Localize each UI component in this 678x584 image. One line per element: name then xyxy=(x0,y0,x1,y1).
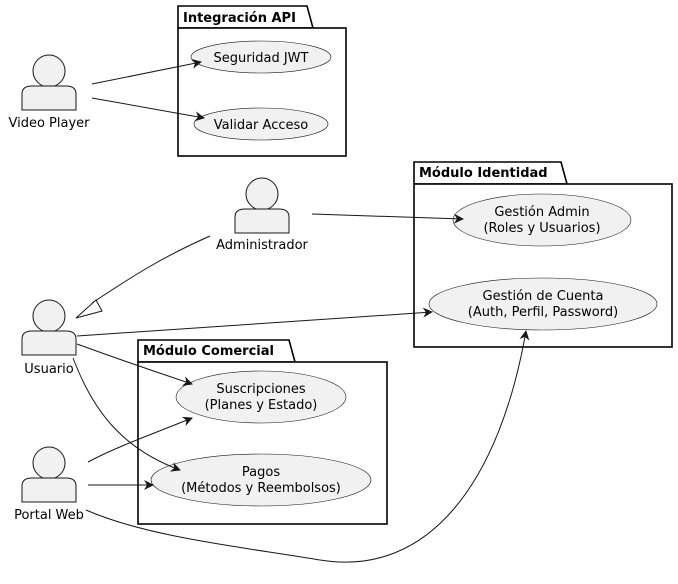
use-case-label: Pagos xyxy=(242,465,280,480)
use-case-sublabel: (Métodos y Reembolsos) xyxy=(181,481,341,496)
actor-body-icon xyxy=(21,330,77,356)
use-case-sublabel: (Roles y Usuarios) xyxy=(483,221,600,236)
actor-video-player[interactable]: Video Player xyxy=(8,54,90,131)
generalization-arrowhead-icon xyxy=(75,299,103,319)
edge-usuario-suscripciones xyxy=(76,343,193,386)
use-case-seguridad-jwt[interactable]: Seguridad JWT xyxy=(190,40,332,74)
use-case-label: Suscripciones xyxy=(216,382,306,397)
use-case-label: Seguridad JWT xyxy=(214,51,309,66)
use-case-sublabel: (Auth, Perfil, Password) xyxy=(468,305,618,320)
package-title-modulo-comercial: Módulo Comercial xyxy=(143,344,274,359)
actor-body-icon xyxy=(21,477,77,503)
package-title-modulo-identidad: Módulo Identidad xyxy=(419,166,548,181)
actor-portal-web[interactable]: Portal Web xyxy=(14,446,84,523)
edge-portal-web-suscripciones xyxy=(87,416,193,463)
actor-body-icon xyxy=(21,85,77,111)
use-case-gestion-admin[interactable]: Gestión Admin (Roles y Usuarios) xyxy=(452,193,632,247)
edge-usuario-pagos xyxy=(72,357,181,472)
edge-video-player-seguridad-jwt xyxy=(91,58,202,85)
actor-label: Usuario xyxy=(24,362,73,377)
actor-head-icon xyxy=(32,446,66,480)
actor-usuario[interactable]: Usuario xyxy=(21,299,77,377)
actor-label: Administrador xyxy=(216,238,308,253)
edge-portal-web-gestion-de-cuenta xyxy=(85,330,530,563)
actor-administrador[interactable]: Administrador xyxy=(216,177,309,253)
actor-label: Video Player xyxy=(8,116,90,131)
actor-head-icon xyxy=(32,54,66,88)
actor-head-icon xyxy=(32,299,66,333)
use-case-pagos[interactable]: Pagos (Métodos y Reembolsos) xyxy=(150,453,372,507)
use-case-suscripciones[interactable]: Suscripciones (Planes y Estado) xyxy=(175,370,347,424)
edge-video-player-validar-acceso xyxy=(91,97,205,122)
actor-head-icon xyxy=(245,177,279,211)
actor-body-icon xyxy=(234,208,290,234)
use-case-validar-acceso[interactable]: Validar Acceso xyxy=(193,107,329,141)
use-case-sublabel: (Planes y Estado) xyxy=(205,398,318,413)
use-case-label: Gestión de Cuenta xyxy=(483,289,604,304)
edge-administrador-gestion-admin xyxy=(311,213,464,224)
use-case-label: Gestión Admin xyxy=(494,205,589,220)
actor-label: Portal Web xyxy=(14,508,84,523)
use-case-label: Validar Acceso xyxy=(214,118,308,133)
use-case-gestion-de-cuenta[interactable]: Gestión de Cuenta (Auth, Perfil, Passwor… xyxy=(428,277,658,331)
edge-usuario-gestion-de-cuenta xyxy=(76,307,433,337)
edge-generalization-usuario-administrador xyxy=(91,235,211,304)
package-title-integracion-api: Integración API xyxy=(183,11,296,26)
